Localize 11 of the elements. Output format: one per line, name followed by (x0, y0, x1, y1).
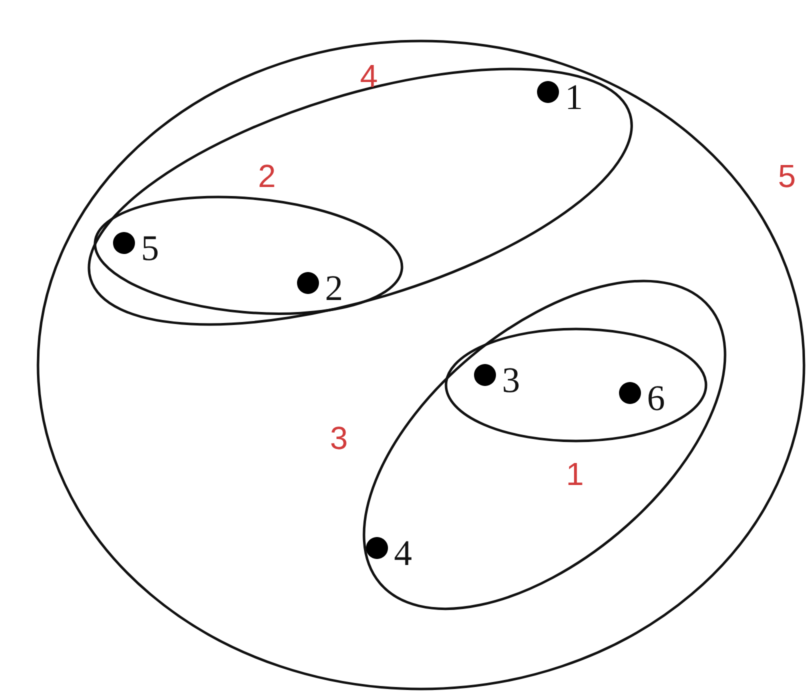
point-label: 4 (394, 534, 412, 571)
cluster-number: 4 (360, 60, 378, 92)
cluster-number: 5 (778, 160, 796, 192)
cluster-number: 1 (566, 458, 584, 490)
point-label: 6 (646, 380, 665, 416)
point-label: 2 (324, 270, 343, 306)
cluster-number: 2 (258, 160, 276, 192)
point-label: 1 (564, 78, 583, 115)
cluster-number: 3 (330, 422, 348, 454)
point-label: 5 (140, 230, 159, 266)
point-label: 3 (502, 362, 520, 398)
